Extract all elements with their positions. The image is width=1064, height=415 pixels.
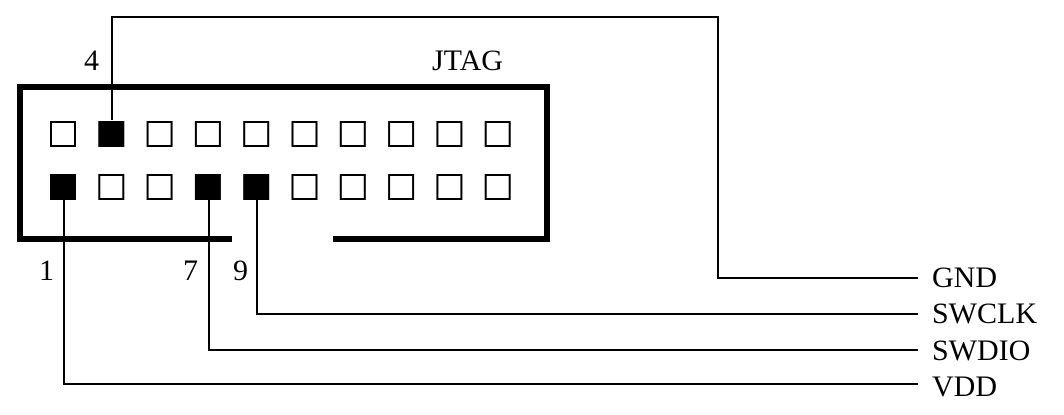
signal-swclk-label: SWCLK <box>932 297 1037 330</box>
pin-empty <box>146 121 173 147</box>
pin-empty <box>98 174 125 200</box>
wire-swdio <box>208 200 918 351</box>
pin-9-label: 9 <box>233 254 248 287</box>
connector-housing <box>17 84 550 242</box>
pin-empty <box>339 174 366 200</box>
signal-vdd-label: VDD <box>932 370 997 403</box>
pin-empty <box>146 174 173 200</box>
wire-gnd <box>111 16 918 279</box>
pin-4-label: 4 <box>84 44 99 77</box>
connector-pins <box>50 121 511 200</box>
pin-filled <box>50 174 76 200</box>
pin-empty <box>291 121 318 147</box>
pin-empty <box>388 121 415 147</box>
wire-vdd <box>63 200 918 385</box>
pin-empty <box>50 121 76 147</box>
signal-gnd-label: GND <box>932 261 997 294</box>
pin-filled <box>194 174 221 200</box>
pin-filled <box>243 174 270 200</box>
pin-empty <box>484 174 511 200</box>
signal-swdio-label: SWDIO <box>932 334 1030 367</box>
pin-empty <box>436 121 463 147</box>
jtag-title: JTAG <box>432 44 503 77</box>
pin-empty <box>243 121 270 147</box>
pin-filled <box>98 121 125 147</box>
wire-swclk <box>256 200 918 315</box>
pin-7-label: 7 <box>183 254 198 287</box>
pin-empty <box>388 174 415 200</box>
pin-empty <box>194 121 221 147</box>
pin-empty <box>291 174 318 200</box>
pin-empty <box>484 121 511 147</box>
pin-empty <box>436 174 463 200</box>
pin-1-label: 1 <box>39 254 54 287</box>
pin-empty <box>339 121 366 147</box>
